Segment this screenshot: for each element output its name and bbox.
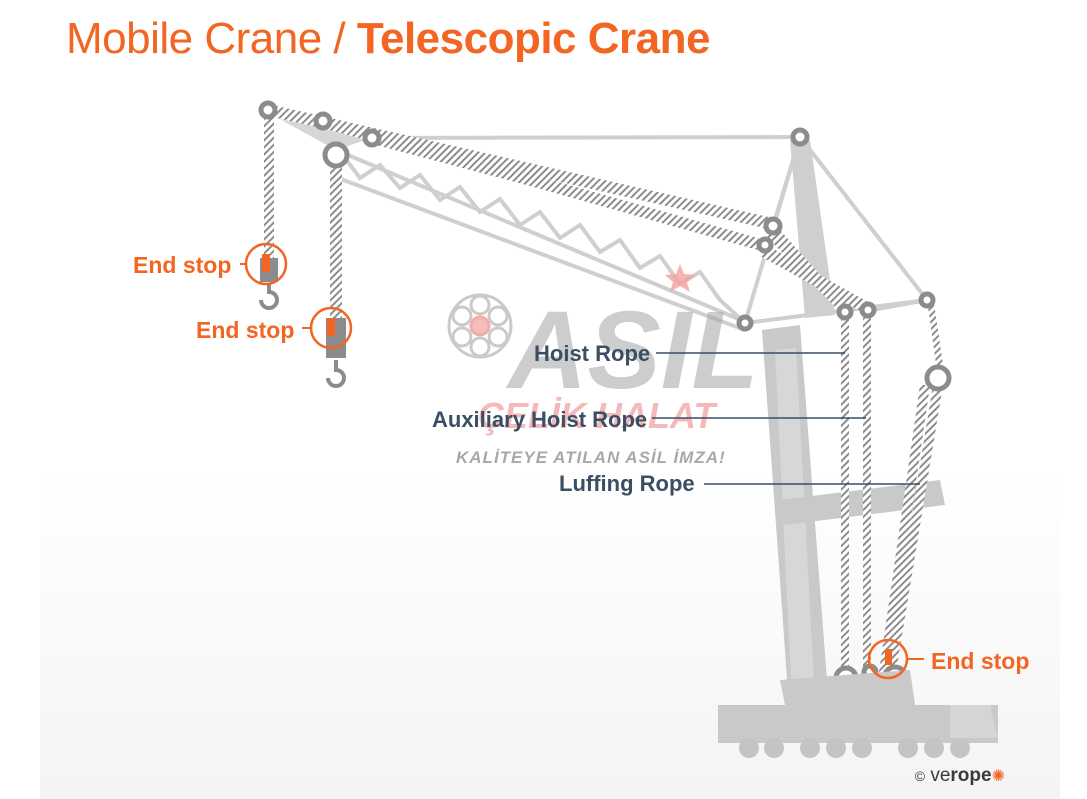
page-title: Mobile Crane / Telescopic Crane bbox=[66, 14, 710, 64]
vertical-ropes bbox=[264, 112, 945, 672]
label-auxiliary-hoist-rope: Auxiliary Hoist Rope bbox=[432, 407, 647, 432]
gear-icon: ✺ bbox=[991, 768, 1005, 785]
label-end-stop-2: End stop bbox=[196, 317, 294, 343]
watermark-slogan: KALİTEYE ATILAN ASİL İMZA! bbox=[456, 448, 726, 467]
jib-ropes bbox=[268, 104, 868, 312]
end-stop-marker-1 bbox=[240, 242, 288, 286]
watermark-subtitle: ÇELİK HALAT bbox=[478, 395, 718, 436]
credit-brand-bold: rope bbox=[950, 765, 992, 786]
telescopic-boom bbox=[762, 325, 945, 720]
rope-strand-icon bbox=[447, 293, 513, 359]
label-end-stop-1: End stop bbox=[133, 252, 231, 278]
watermark-brand: ASIL bbox=[505, 289, 759, 412]
credit-brand-light: ve bbox=[930, 765, 951, 786]
carrier-wheels bbox=[739, 738, 970, 758]
title-bold: Telescopic Crane bbox=[356, 14, 711, 63]
end-stop-marker-2 bbox=[302, 306, 353, 350]
label-luffing-rope: Luffing Rope bbox=[559, 471, 695, 496]
crane-carrier bbox=[718, 670, 998, 743]
title-light: Mobile Crane / bbox=[66, 14, 357, 63]
watermark-logo: ASIL ÇELİK HALAT KALİTEYE ATILAN ASİL İM… bbox=[447, 264, 759, 467]
credit-logo: © verope✺ bbox=[915, 765, 1005, 787]
end-stop-marker-3 bbox=[867, 638, 924, 680]
label-hoist-rope: Hoist Rope bbox=[534, 341, 650, 366]
star-icon bbox=[665, 264, 695, 292]
label-end-stop-3: End stop bbox=[931, 648, 1029, 674]
copyright-symbol: © bbox=[914, 768, 926, 784]
leader-lines bbox=[652, 352, 920, 485]
stay-lines bbox=[370, 135, 929, 325]
